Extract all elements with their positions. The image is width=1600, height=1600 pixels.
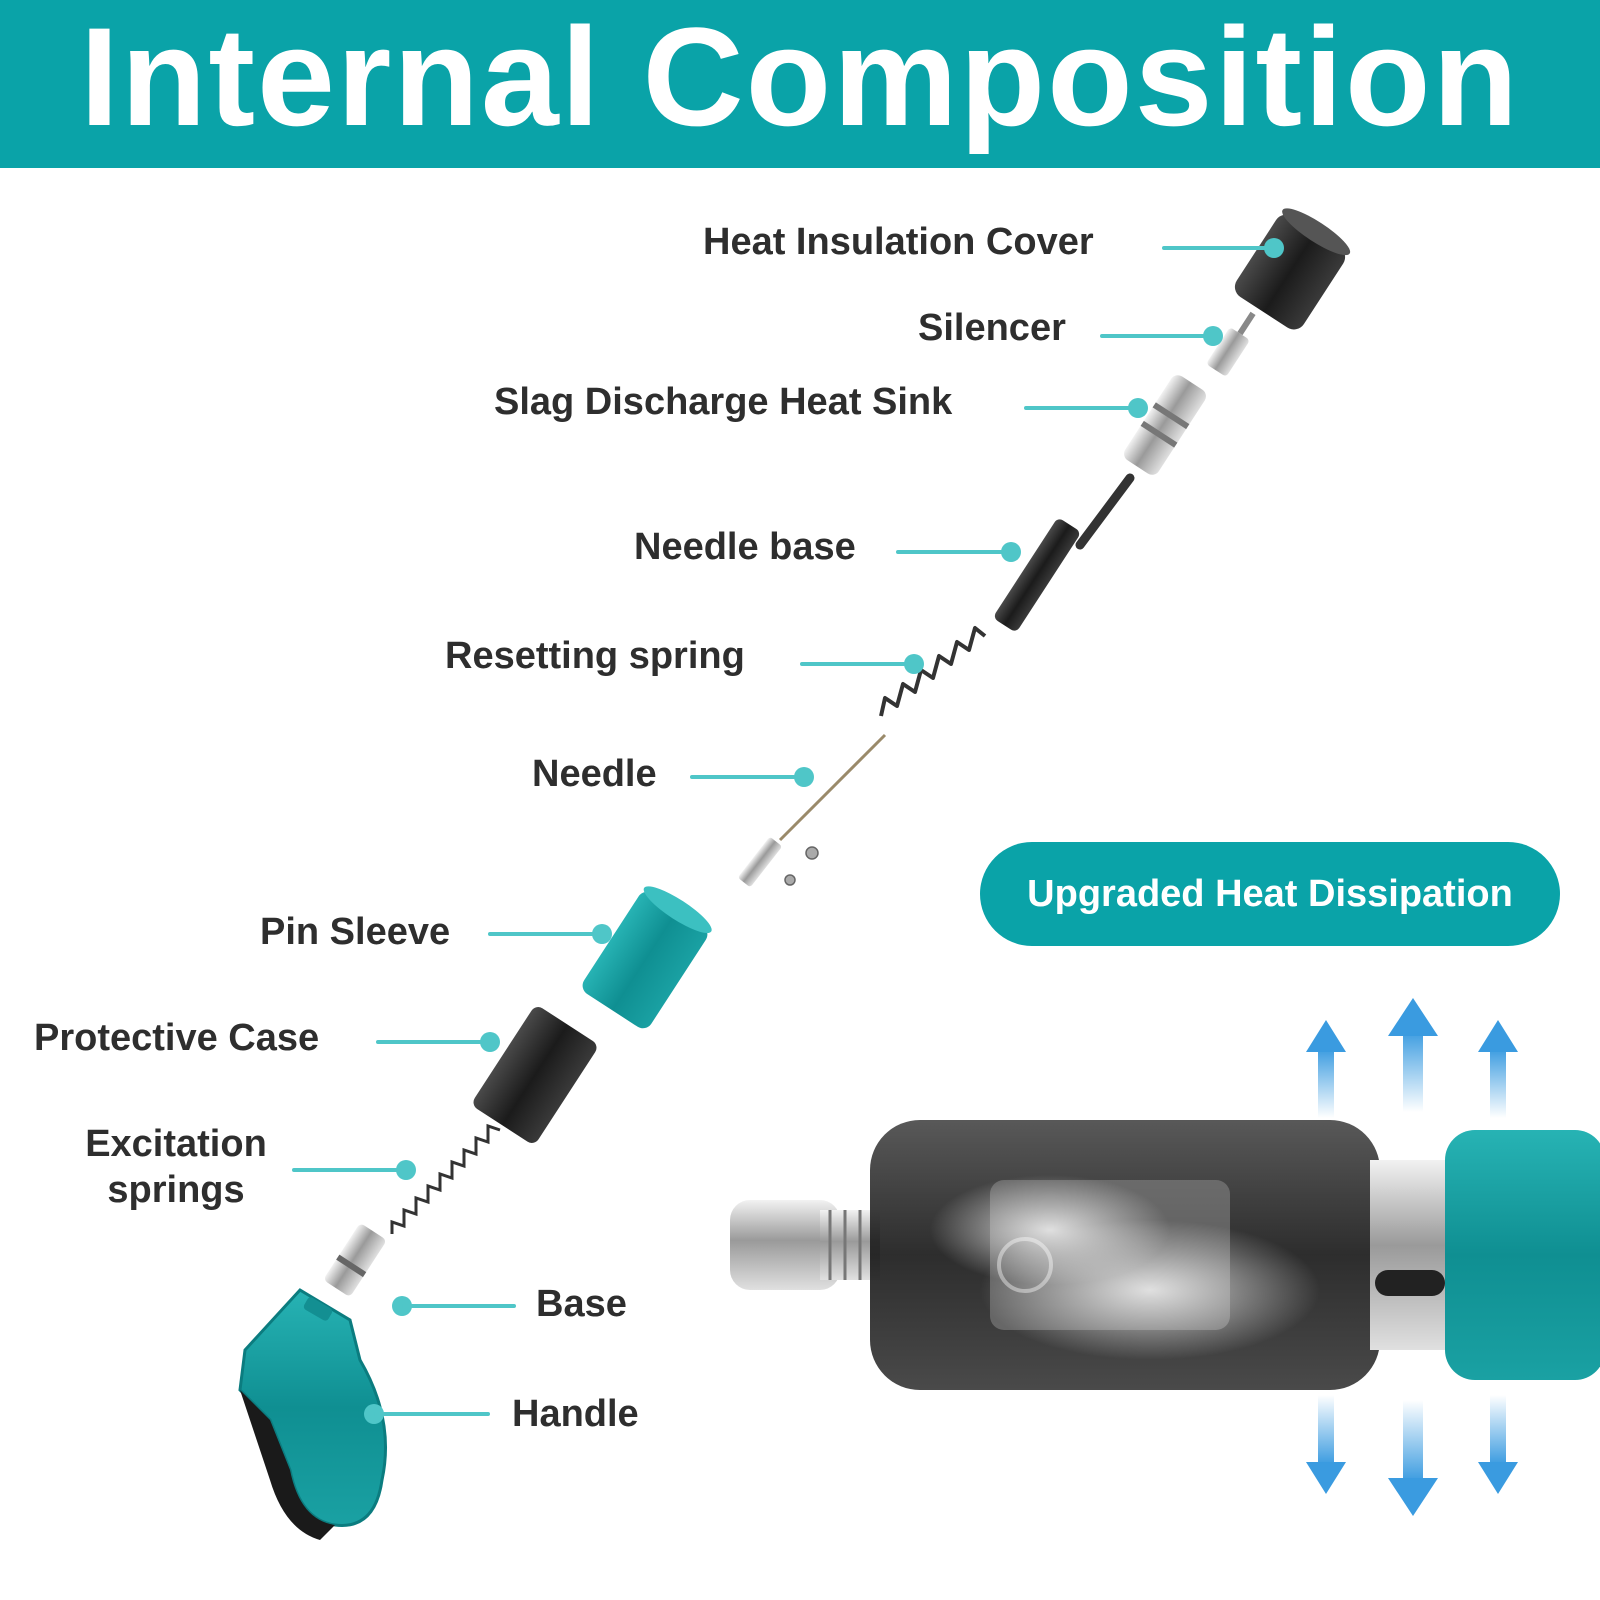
excitation-springs-part xyxy=(390,1123,501,1234)
dot-pin-sleeve xyxy=(592,924,612,944)
heat-sink-part xyxy=(1124,375,1206,475)
handle-part xyxy=(238,1288,387,1540)
label-needle: Needle xyxy=(532,753,657,795)
leader-pin-sleeve xyxy=(488,932,606,936)
page-title: Internal Composition xyxy=(80,0,1520,155)
heat-dissipation-closeup xyxy=(730,998,1600,1516)
needle-part xyxy=(738,733,887,887)
label-slag-discharge-heat-sink: Slag Discharge Heat Sink xyxy=(494,381,953,423)
upgraded-heat-dissipation-badge: Upgraded Heat Dissipation xyxy=(980,842,1560,946)
heat-arrows-down xyxy=(1306,1395,1518,1516)
pin-sleeve-part xyxy=(582,886,712,1029)
dot-needle-base xyxy=(1001,542,1021,562)
heat-insulation-cover-part xyxy=(1234,208,1351,330)
leader-protective-case xyxy=(376,1040,494,1044)
label-silencer: Silencer xyxy=(918,307,1066,349)
leader-silencer xyxy=(1100,334,1210,338)
label-heat-insulation-cover: Heat Insulation Cover xyxy=(703,221,1094,263)
label-needle-base: Needle base xyxy=(634,526,856,568)
leader-handle xyxy=(374,1412,490,1416)
leader-slag-discharge-heat-sink xyxy=(1024,406,1140,410)
silencer-part xyxy=(1207,311,1256,376)
label-protective-case: Protective Case xyxy=(34,1017,320,1059)
leader-heat-insulation-cover xyxy=(1162,246,1272,250)
dot-resetting-spring xyxy=(904,654,924,674)
label-handle: Handle xyxy=(512,1393,639,1435)
dot-needle xyxy=(794,767,814,787)
dot-silencer xyxy=(1203,326,1223,346)
badge-label: Upgraded Heat Dissipation xyxy=(1027,872,1513,915)
protective-case-part xyxy=(473,1007,597,1143)
heat-arrows-up xyxy=(1306,998,1518,1118)
label-resetting-spring: Resetting spring xyxy=(445,635,745,677)
resetting-spring-part xyxy=(879,626,987,717)
leader-excitation-springs xyxy=(292,1168,410,1172)
leader-needle-base xyxy=(896,550,1014,554)
dot-heat-insulation-cover xyxy=(1264,238,1284,258)
leader-needle xyxy=(690,775,808,779)
label-base: Base xyxy=(536,1283,627,1325)
label-pin-sleeve: Pin Sleeve xyxy=(260,911,451,953)
dot-slag-discharge-heat-sink xyxy=(1128,398,1148,418)
label-excitation-springs: Excitation springs xyxy=(85,1123,267,1211)
leader-base xyxy=(402,1304,516,1308)
base-part xyxy=(324,1224,386,1296)
leader-resetting-spring xyxy=(800,662,918,666)
needle-base-part xyxy=(994,473,1135,631)
dot-excitation-springs xyxy=(396,1160,416,1180)
dot-protective-case xyxy=(480,1032,500,1052)
header-banner: Internal Composition xyxy=(0,0,1600,168)
